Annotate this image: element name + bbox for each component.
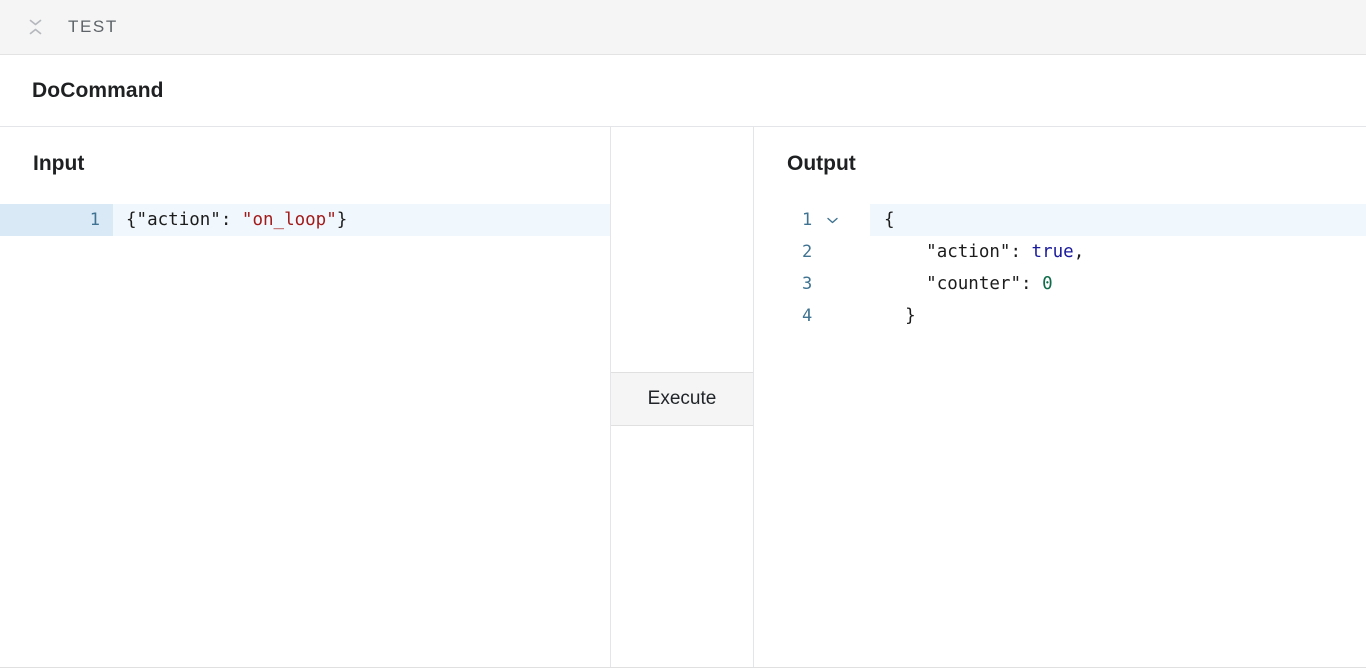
token-key: "action" <box>926 242 1011 262</box>
line-number-gutter: 3 <box>754 268 870 300</box>
fold-spacer <box>826 246 838 258</box>
token-punct <box>884 300 905 332</box>
token-punct: } <box>905 306 916 326</box>
input-editor[interactable]: 1 {"action": "on_loop"} <box>0 204 610 236</box>
token-punct <box>884 268 926 300</box>
token-punct: : <box>220 210 242 230</box>
token-punct: : <box>1010 242 1032 262</box>
code-content[interactable]: } <box>870 300 1366 332</box>
code-line[interactable]: 1{ <box>754 204 1366 236</box>
panels-container: Input 1{"action": "on_loop"} Execute Out… <box>0 127 1366 668</box>
token-punct: { <box>126 210 137 230</box>
output-panel: Output 1{2 "action": true,3 "counter": 0… <box>754 127 1366 667</box>
token-punct: , <box>1073 242 1085 262</box>
code-content[interactable]: "counter": 0 <box>870 268 1366 300</box>
fold-spacer <box>826 278 838 290</box>
line-number: 2 <box>802 242 813 262</box>
code-line[interactable]: 3 "counter": 0 <box>754 268 1366 300</box>
page-title: DoCommand <box>32 78 164 102</box>
line-number: 1 <box>802 210 813 230</box>
line-number-gutter: 1 <box>754 204 870 236</box>
code-content[interactable]: { <box>870 204 1366 236</box>
token-punct <box>884 236 926 268</box>
topbar: TEST <box>0 0 1366 55</box>
line-number: 4 <box>802 306 813 326</box>
code-line[interactable]: 1 {"action": "on_loop"} <box>0 204 610 236</box>
token-punct: } <box>336 210 348 230</box>
command-header: DoCommand <box>0 55 1366 127</box>
input-heading: Input <box>33 152 85 175</box>
chevron-down-icon[interactable] <box>826 214 838 226</box>
input-panel: Input 1 {"action": "on_loop"} <box>0 127 610 667</box>
line-number: 1 <box>89 210 100 230</box>
fold-spacer <box>826 310 838 322</box>
execute-button[interactable]: Execute <box>611 372 753 426</box>
collapse-chevrons-icon[interactable] <box>24 16 46 38</box>
token-key: "counter" <box>926 274 1021 294</box>
line-number-gutter: 4 <box>754 300 870 332</box>
code-content[interactable]: "action": true, <box>870 236 1366 268</box>
token-punct: { <box>884 210 895 230</box>
token-string: "on_loop" <box>241 210 337 230</box>
action-column: Execute <box>610 127 754 667</box>
token-num: 0 <box>1042 274 1053 294</box>
token-key: "action" <box>136 210 221 230</box>
topbar-title: TEST <box>68 17 118 36</box>
code-line[interactable]: 4 } <box>754 300 1366 332</box>
token-punct: : <box>1020 274 1043 294</box>
output-heading: Output <box>787 152 856 175</box>
token-bool: true <box>1031 242 1074 262</box>
code-content[interactable]: {"action": "on_loop"} <box>113 204 610 236</box>
line-number: 3 <box>802 274 813 294</box>
line-number-gutter: 2 <box>754 236 870 268</box>
code-line[interactable]: 2 "action": true, <box>754 236 1366 268</box>
line-number-gutter: 1 <box>0 204 113 236</box>
